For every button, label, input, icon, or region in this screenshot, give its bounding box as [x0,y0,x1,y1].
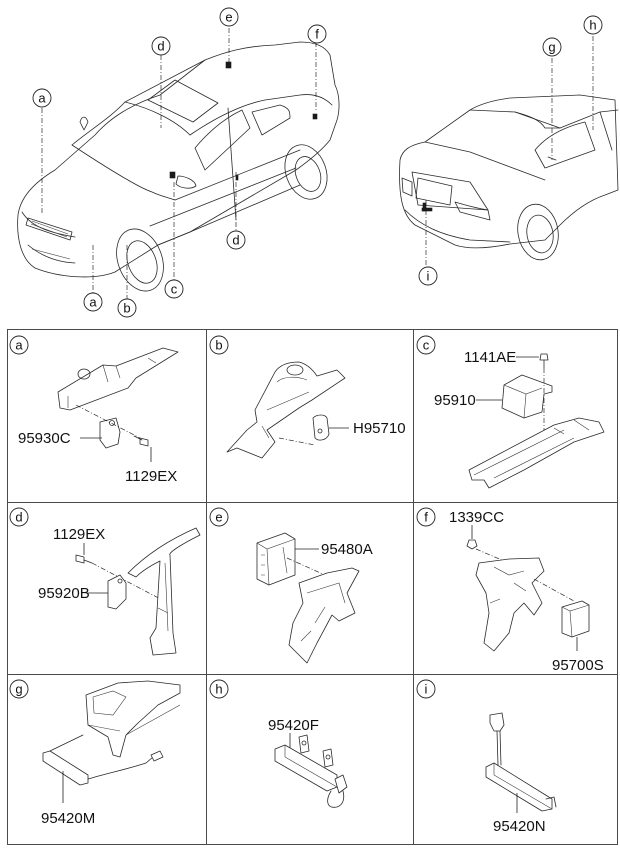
connector [489,712,505,732]
front-car-drawing [17,41,340,292]
svg-text:b: b [123,301,130,316]
svg-text:a: a [38,91,46,106]
callout-g: g [542,37,562,57]
quarter-inner-panel [288,567,360,664]
part-1339CC: 1339CC [449,509,504,526]
panel-e: e 95480A [206,502,414,675]
svg-text:i: i [427,269,430,284]
svg-text:e: e [215,510,222,525]
floor-tunnel [468,417,605,489]
front-callouts: a d e f d c a b [32,7,594,318]
part-95420F: 95420F [268,717,319,734]
panel-g-label: g [9,679,29,699]
svg-text:c: c [423,338,430,353]
panel-c: c 1141AE 95910 [413,329,618,503]
center-console [85,680,181,758]
part-95420N: 95420N [493,818,546,835]
svg-text:g: g [15,682,22,697]
svg-text:d: d [157,39,164,54]
detail-panels-grid: a 95930C 1129EX b [7,329,618,845]
rear-wheelhouse-panel [475,557,545,652]
panel-i: i 95420N [413,674,618,845]
callout-e: e [219,7,239,27]
svg-text:h: h [215,682,222,697]
panel-e-label: e [209,507,229,527]
airbag-control-unit-95910 [501,374,553,419]
part-1129EX-d: 1129EX [53,526,105,543]
panel-d: d 1129EX 95920B [7,502,207,675]
part-95700S: 95700S [552,657,604,674]
panel-b: b H95710 [206,329,414,503]
panel-b-label: b [209,335,229,355]
panel-c-label: c [416,335,436,355]
callout-f: f [307,24,327,44]
part-H95710: H95710 [353,420,406,437]
svg-text:c: c [171,282,178,297]
part-95930C: 95930C [18,430,71,447]
part-95420M: 95420M [41,810,95,827]
part-95920B: 95920B [38,585,90,602]
module-95480A [256,532,296,586]
module-95700S [561,600,590,638]
wheelhouse-panel [226,361,346,459]
callout-h: h [583,15,603,35]
svg-text:a: a [15,338,23,353]
bolt-1141AE [539,353,549,361]
rear-car-drawing [399,94,619,261]
panel-h-label: h [209,679,229,699]
callout-d-bottom: d [226,230,246,250]
svg-text:i: i [425,682,428,697]
svg-text:g: g [548,40,555,55]
panel-f: f 1339CC 95700S [413,502,618,675]
svg-text:b: b [215,338,222,353]
b-pillar [127,527,201,656]
antenna-95420N [485,762,553,812]
callout-c: c [164,279,184,299]
vehicle-overview: a d e f d c a b [17,7,619,318]
sensor-H95710 [312,414,330,441]
antenna-95420M [42,750,89,786]
nut-1339CC [466,539,478,550]
part-95910: 95910 [434,392,476,409]
callout-d-top: d [151,36,171,56]
panel-d-label: d [9,507,29,527]
panel-i-label: i [416,679,436,699]
panel-a-label: a [9,335,29,355]
svg-text:h: h [589,18,596,33]
svg-text:d: d [15,510,22,525]
svg-text:e: e [225,10,232,25]
callout-a-bottom: a [83,292,103,312]
callout-i: i [418,266,438,286]
panel-g: g 95420M [7,674,207,845]
svg-text:f: f [424,510,428,525]
svg-text:a: a [89,295,97,310]
callout-a-top: a [32,88,52,108]
svg-text:f: f [315,27,319,42]
svg-text:d: d [232,233,239,248]
sensor-95920B [107,574,127,610]
part-95480A: 95480A [321,541,373,558]
front-rail-bracket [57,347,179,411]
part-1129EX: 1129EX [125,468,177,485]
bolt-1129EX-d [75,554,85,564]
panel-a: a 95930C 1129EX [7,329,207,503]
sensor-95930C [99,417,121,449]
panel-h: h 95420F [206,674,414,845]
part-1141AE: 1141AE [464,349,516,366]
callout-b: b [117,298,137,318]
panel-f-label: f [416,507,436,527]
